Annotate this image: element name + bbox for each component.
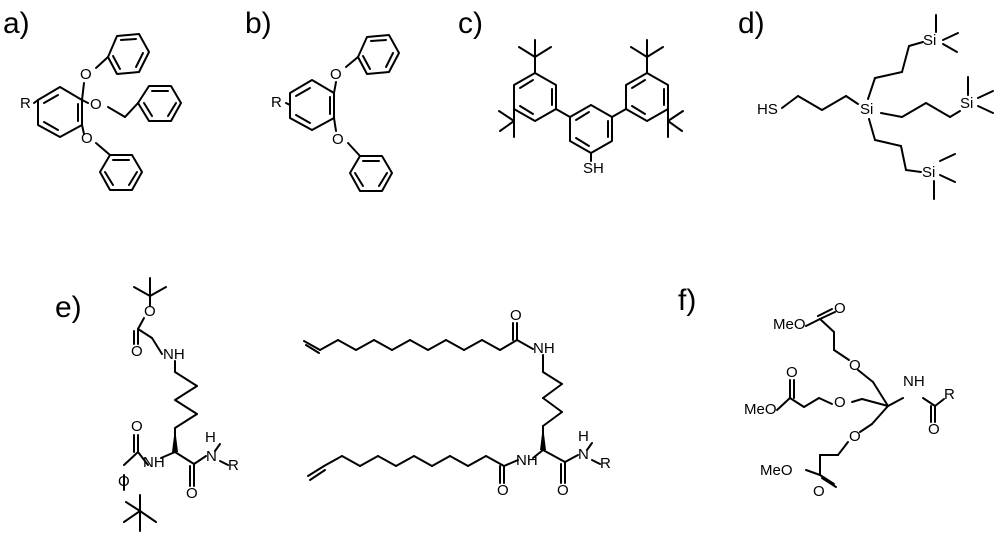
panel-a-r-group: R: [20, 95, 31, 112]
panel-f-bonds: [776, 308, 945, 488]
panel-e-bonds: [123, 277, 229, 532]
panel-d-silicon-center: Si: [860, 101, 873, 118]
panel-f-carbonyl-o-bottom: O: [813, 483, 825, 500]
panel-e-boc-carbonyl-o-bottom: O: [131, 418, 143, 435]
panel-a-oxygen-bottom: O: [81, 130, 93, 147]
panel-d: d): [738, 7, 994, 200]
panel-e2-top-nh: NH: [533, 340, 555, 357]
panel-e-wedge-bond: [172, 428, 178, 452]
panel-a: a): [3, 7, 182, 191]
panel-e2-wedge-bond: [540, 426, 546, 450]
panel-e-alpha-nh: NH: [143, 454, 165, 471]
panel-e2-amide-o: O: [557, 482, 569, 499]
panel-f-carbonyl-o-top: O: [834, 300, 846, 317]
panel-d-bonds: [781, 14, 994, 200]
panel-a-bonds: [33, 33, 182, 191]
panel-b-label: b): [245, 7, 272, 40]
panel-e-boc-o-bottom: O: [118, 473, 130, 490]
panel-f-ether-o-top: O: [849, 357, 861, 374]
panel-b-r-group: R: [271, 94, 282, 111]
panel-b-oxygen-top: O: [330, 66, 342, 83]
panel-e2-r-group: R: [600, 455, 611, 472]
panel-c-label: c): [458, 7, 483, 40]
panel-e-boc-carbonyl-o-top: O: [131, 343, 143, 360]
panel-b-oxygen-bottom: O: [332, 131, 344, 148]
panel-e2-bonds: [303, 322, 601, 484]
panel-d-thiol: HS: [757, 101, 778, 118]
panel-f-meo-bottom: MeO: [760, 462, 793, 479]
panel-e2: O NH O NH O H N R: [303, 307, 611, 499]
panel-c: c): [458, 7, 684, 177]
panel-e-label: e): [55, 291, 82, 324]
panel-e-amide-n: N: [206, 448, 217, 465]
panel-a-label: a): [3, 7, 30, 40]
panel-e-epsilon-nh: NH: [163, 346, 185, 363]
panel-f-nh: NH: [903, 373, 925, 390]
panel-a-oxygen-top: O: [80, 66, 92, 83]
panel-c-thiol: SH: [583, 160, 604, 177]
panel-e-r-group: R: [228, 457, 239, 474]
panel-e-amide-h: H: [205, 429, 216, 446]
panel-f-r-group: R: [944, 386, 955, 403]
panel-f-meo-middle: MeO: [744, 401, 777, 418]
panel-e2-amide-h: H: [578, 428, 589, 445]
panel-e: e): [55, 277, 239, 532]
panel-d-silicon-top: Si: [923, 32, 936, 49]
panel-b-bonds: [285, 34, 400, 192]
panel-f-ether-o-bottom: O: [849, 428, 861, 445]
panel-f: f): [678, 284, 955, 500]
panel-f-ether-o-middle: O: [834, 394, 846, 411]
panel-e-boc-o-top: O: [144, 303, 156, 320]
panel-f-meo-top: MeO: [773, 316, 806, 333]
panel-e2-alpha-nh: NH: [516, 452, 538, 469]
panel-e2-amide-n: N: [578, 446, 589, 463]
panel-e2-bottom-carbonyl-o: O: [497, 482, 509, 499]
panel-f-label: f): [678, 284, 696, 317]
panel-d-silicon-right: Si: [960, 95, 973, 112]
panel-f-amide-o: O: [928, 421, 940, 438]
panel-f-carbonyl-o-middle: O: [786, 364, 798, 381]
panel-b: b) O O R: [245, 7, 400, 192]
panel-a-oxygen-middle: O: [90, 96, 102, 113]
panel-d-label: d): [738, 7, 765, 40]
panel-e-amide-o: O: [186, 485, 198, 502]
panel-e2-top-carbonyl-o: O: [510, 307, 522, 324]
panel-d-silicon-bottom: Si: [922, 164, 935, 181]
panel-c-bonds: [498, 39, 684, 162]
